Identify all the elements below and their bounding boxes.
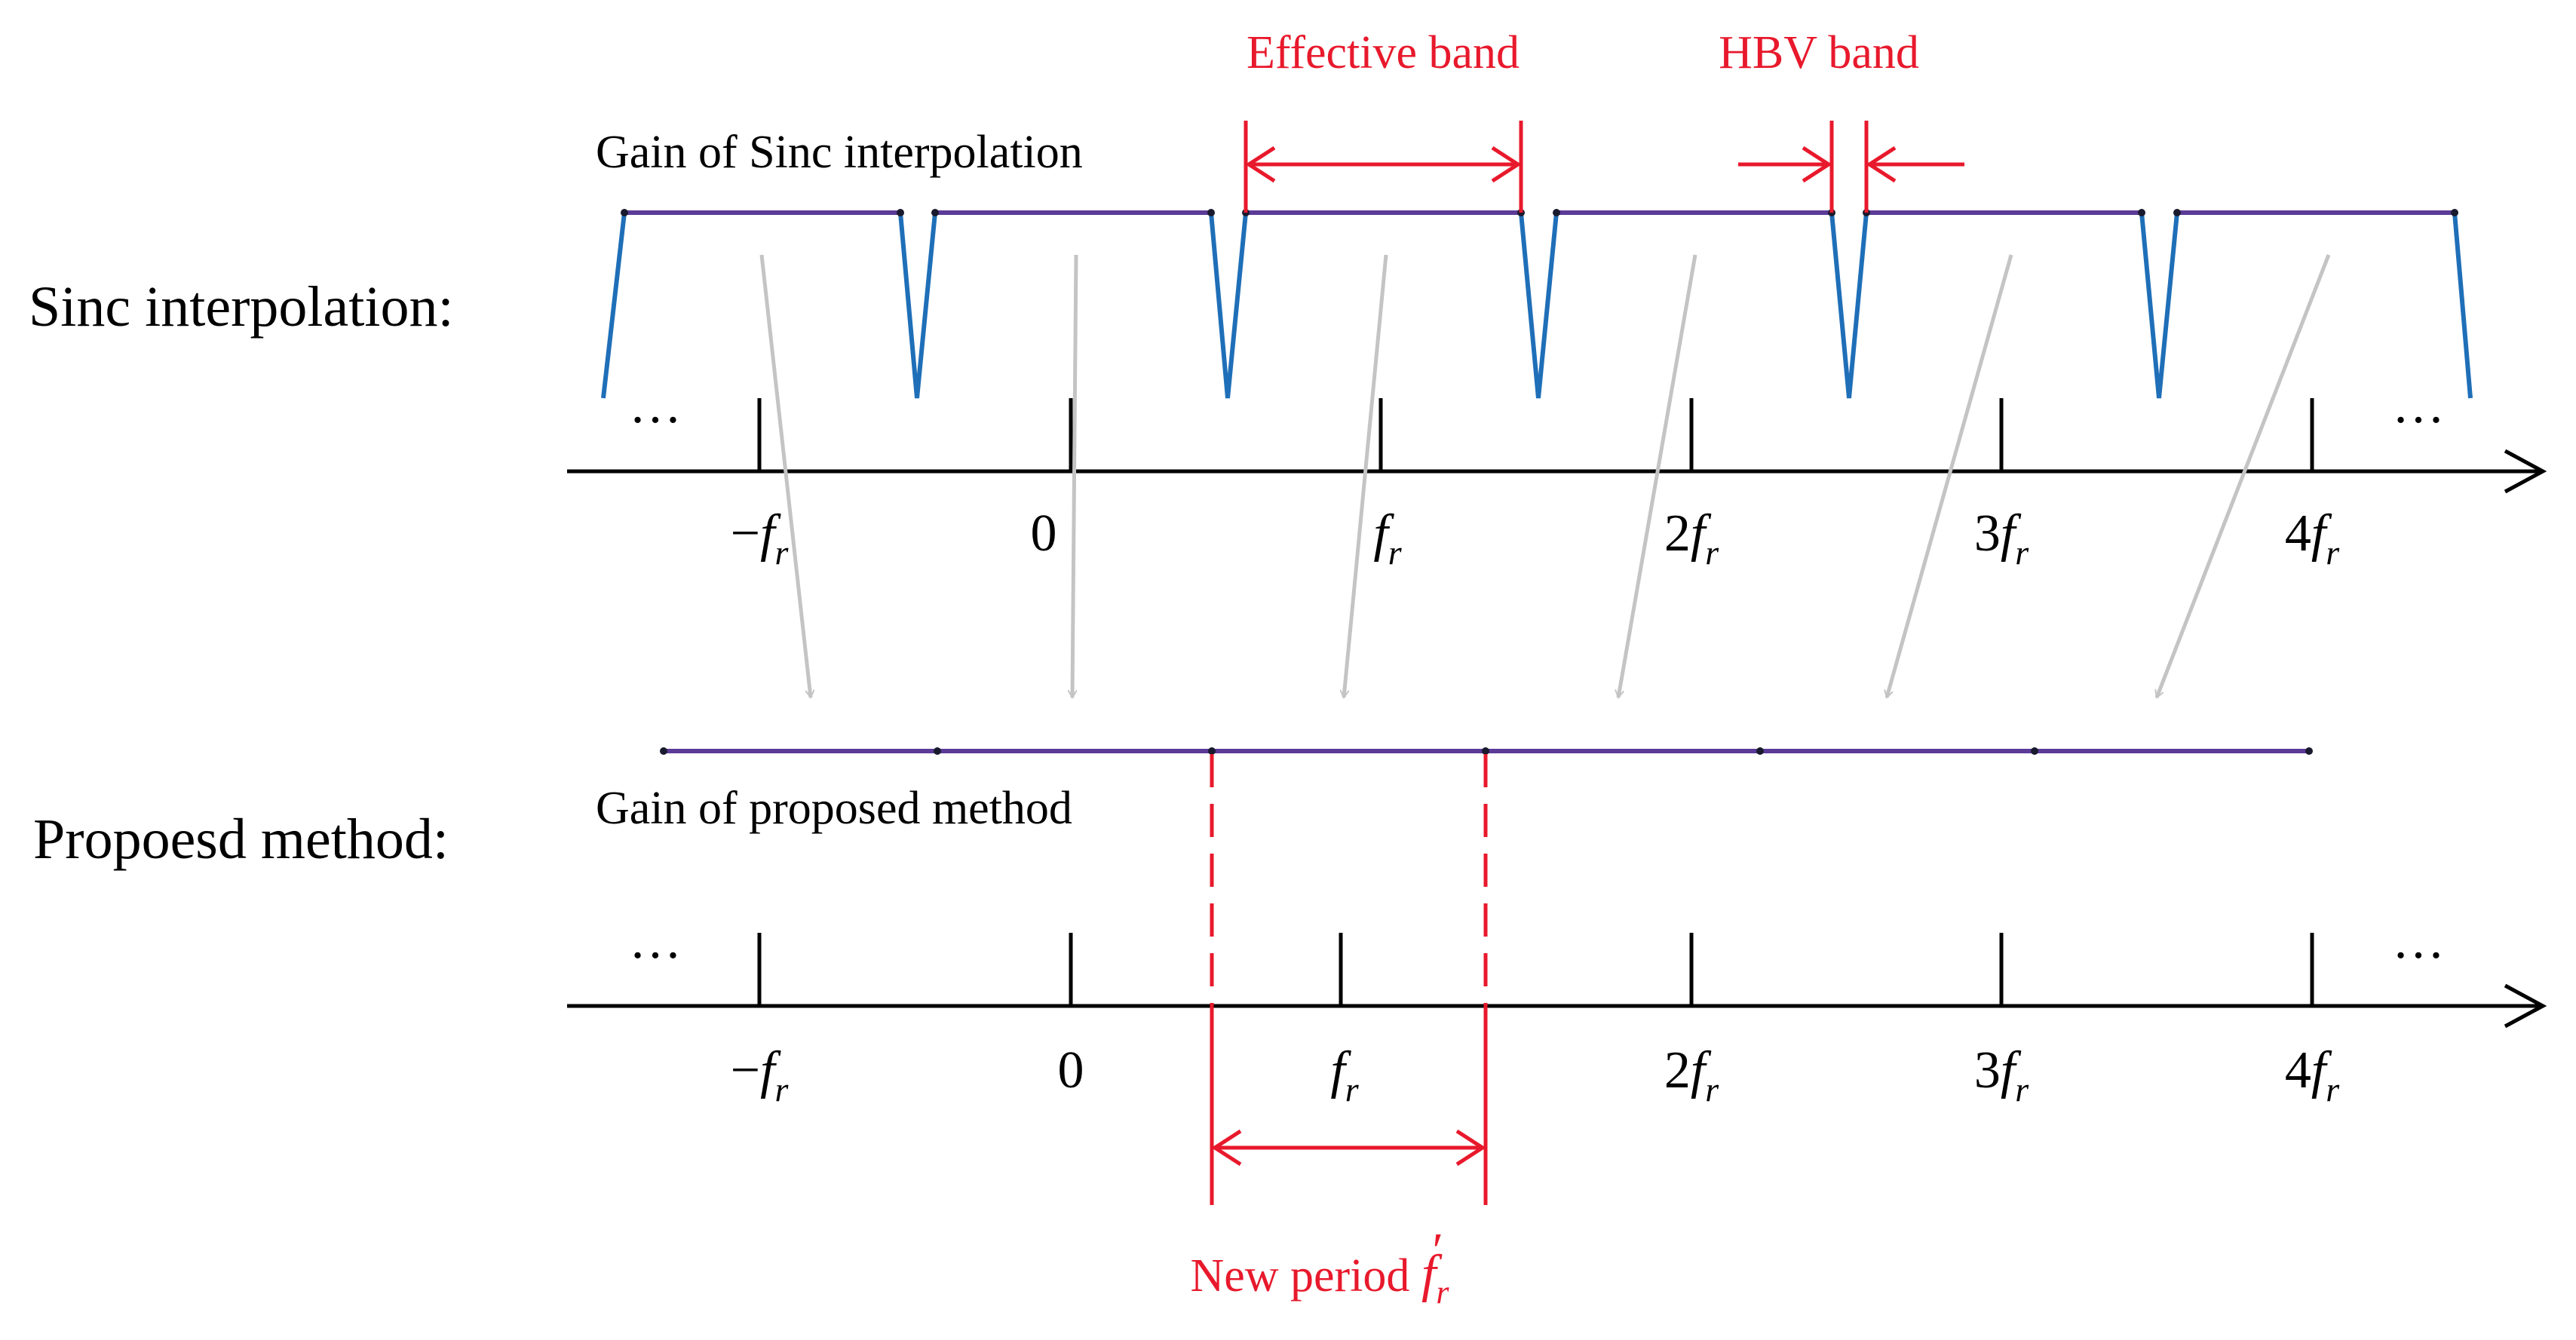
bottom-tick-label: 4fr — [2285, 1041, 2340, 1108]
top-tick-label: 3fr — [1974, 504, 2029, 572]
sinc-dips — [601, 212, 2473, 399]
hbv-band-annotation — [1738, 121, 1964, 213]
proposed-gain-line — [660, 747, 2313, 755]
mapping-arrow — [1618, 254, 1697, 698]
sinc-gain-label: Gain of Sinc interpolation — [596, 127, 1083, 178]
sinc-rolloff-left — [601, 212, 627, 399]
corner-dot — [897, 209, 904, 216]
top-ellipsis-left: … — [629, 376, 682, 434]
mapping-arrow — [1887, 254, 2013, 698]
mapping-arrow — [1072, 254, 1078, 698]
top-axis: … … — [567, 376, 2547, 494]
proposed-dot — [1756, 747, 1764, 755]
bottom-ellipsis-left: … — [629, 912, 682, 970]
sinc-dip — [2139, 212, 2179, 399]
hbv-band-left-arrowhead — [1802, 146, 1832, 183]
proposed-dot — [2031, 747, 2038, 755]
new-period-left-arrowhead — [1211, 1129, 1242, 1167]
mapping-arrow — [1344, 254, 1388, 698]
proposed-dots — [660, 747, 2313, 755]
bottom-tick-label: 0 — [1058, 1041, 1084, 1099]
proposed-dot — [934, 747, 941, 755]
top-axis-arrowhead — [2504, 449, 2547, 494]
hbv-band-right-arrowhead — [1866, 146, 1897, 183]
corner-dot — [2173, 209, 2181, 216]
corner-dot — [2451, 209, 2458, 216]
bottom-tick-label: fr — [1330, 1041, 1359, 1108]
mapping-arrow — [759, 254, 811, 698]
proposed-dot — [2305, 747, 2313, 755]
effective-band-right-arrowhead — [1491, 146, 1522, 183]
top-tick-labels: −fr 0 fr 2fr 3fr 4fr — [731, 504, 2341, 572]
corner-dot — [1553, 209, 1560, 216]
sinc-dip — [898, 212, 937, 399]
sinc-gain-curve — [601, 209, 2473, 399]
sinc-dip — [1829, 212, 1869, 399]
hbv-band-label: HBV band — [1719, 27, 1919, 78]
proposed-dot — [660, 747, 667, 755]
corner-dot — [931, 209, 939, 216]
mapping-arrows — [759, 254, 2331, 698]
sinc-dip — [1209, 212, 1248, 399]
new-period-annotation — [1210, 754, 1488, 1205]
proposed-row-label: Propoesd method: — [33, 808, 449, 871]
proposed-dot — [1208, 747, 1216, 755]
effective-band-label: Effective band — [1247, 27, 1520, 78]
top-tick-label: 0 — [1031, 504, 1057, 563]
top-tick-label: 2fr — [1664, 504, 1719, 572]
top-tick-label: fr — [1373, 504, 1402, 572]
sinc-dip — [1519, 212, 1559, 399]
sinc-rolloff-right — [2452, 212, 2473, 399]
top-tick-label: −fr — [731, 504, 790, 572]
bottom-tick-label: −fr — [731, 1041, 790, 1108]
new-period-label: New period fr′ — [1190, 1223, 1449, 1311]
mapping-arrow — [2157, 254, 2331, 698]
bottom-axis-arrowhead — [2504, 983, 2547, 1029]
top-tick-label: 4fr — [2285, 504, 2340, 572]
corner-dot — [621, 209, 628, 216]
bottom-ellipsis-right: … — [2392, 912, 2445, 970]
corner-dot — [2138, 209, 2145, 216]
new-period-right-arrowhead — [1455, 1129, 1486, 1167]
effective-band-annotation — [1244, 121, 1523, 213]
bottom-tick-label: 3fr — [1974, 1041, 2029, 1108]
sinc-row-label: Sinc interpolation: — [29, 275, 454, 339]
bottom-axis: … … — [567, 912, 2547, 1029]
top-ellipsis-right: … — [2392, 376, 2445, 434]
bottom-tick-labels: −fr 0 fr 2fr 3fr 4fr — [731, 1041, 2341, 1108]
corner-dot — [1207, 209, 1215, 216]
proposed-dot — [1482, 747, 1489, 755]
effective-band-left-arrowhead — [1245, 146, 1276, 183]
proposed-gain-label: Gain of proposed method — [596, 783, 1072, 834]
bottom-tick-label: 2fr — [1664, 1041, 1719, 1108]
